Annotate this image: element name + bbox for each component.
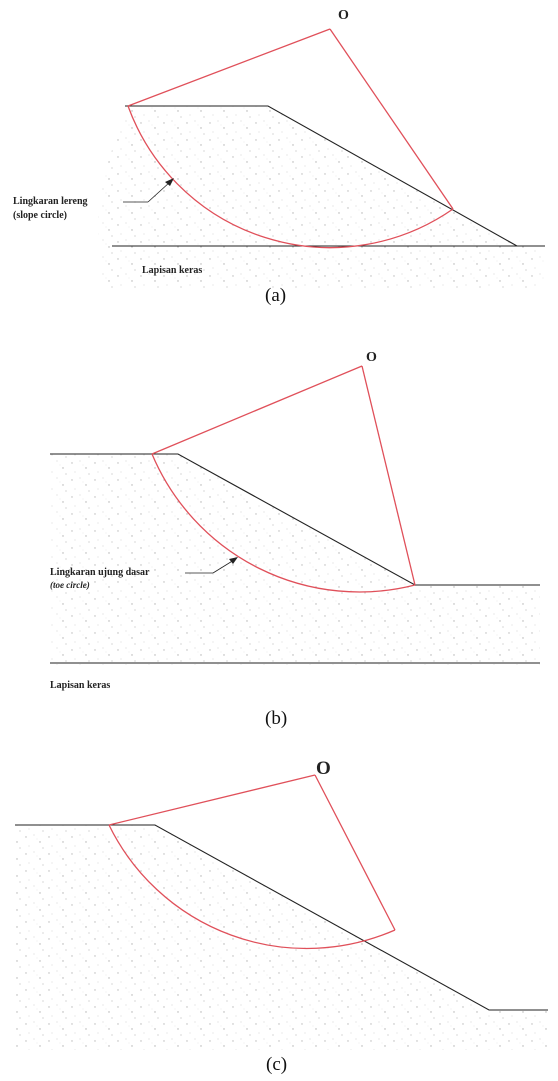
center-label-c: O bbox=[316, 758, 331, 779]
radius-line-c1 bbox=[108, 774, 316, 826]
radius-line-b2 bbox=[361, 365, 416, 586]
panel-a: O Lingkaran lereng (slope circle) Lapisa… bbox=[13, 8, 546, 290]
slip-circle-c bbox=[108, 824, 396, 950]
panel-c: O bbox=[15, 758, 548, 1050]
caption-c: (c) bbox=[266, 1054, 288, 1075]
soil-fill-c bbox=[15, 825, 548, 1050]
ground-surface-c bbox=[15, 824, 548, 1011]
center-label-b: O bbox=[366, 350, 377, 365]
arrowhead-a bbox=[165, 178, 174, 186]
circle-label-b-line2: (toe circle) bbox=[50, 580, 90, 590]
panel-b: O Lingkaran ujung dasar (toe circle) Lap… bbox=[50, 350, 540, 691]
leader-arrow-a bbox=[147, 181, 171, 203]
slip-circle-b bbox=[151, 453, 416, 593]
circle-label-a-line1: Lingkaran lereng bbox=[13, 196, 88, 207]
center-label-a: O bbox=[338, 8, 349, 23]
leader-arrow-b bbox=[212, 559, 235, 574]
hard-layer-label-b: Lapisan keras bbox=[50, 680, 110, 691]
caption-a: (a) bbox=[265, 285, 287, 306]
soil-fill-b bbox=[50, 454, 540, 665]
caption-b: (b) bbox=[265, 708, 288, 729]
radius-line-c2 bbox=[314, 774, 396, 931]
radius-line-a1 bbox=[127, 28, 331, 107]
arrowhead-b bbox=[229, 557, 238, 564]
ground-surface-b bbox=[50, 453, 540, 586]
radius-line-a2 bbox=[329, 28, 454, 210]
slip-circle-a bbox=[127, 105, 454, 249]
soil-fill-a bbox=[97, 106, 546, 290]
circle-label-a-line2: (slope circle) bbox=[13, 210, 67, 221]
circle-label-b-line1: Lingkaran ujung dasar bbox=[50, 567, 150, 578]
hard-layer-label-a: Lapisan keras bbox=[142, 265, 202, 276]
radius-line-b1 bbox=[151, 365, 363, 455]
